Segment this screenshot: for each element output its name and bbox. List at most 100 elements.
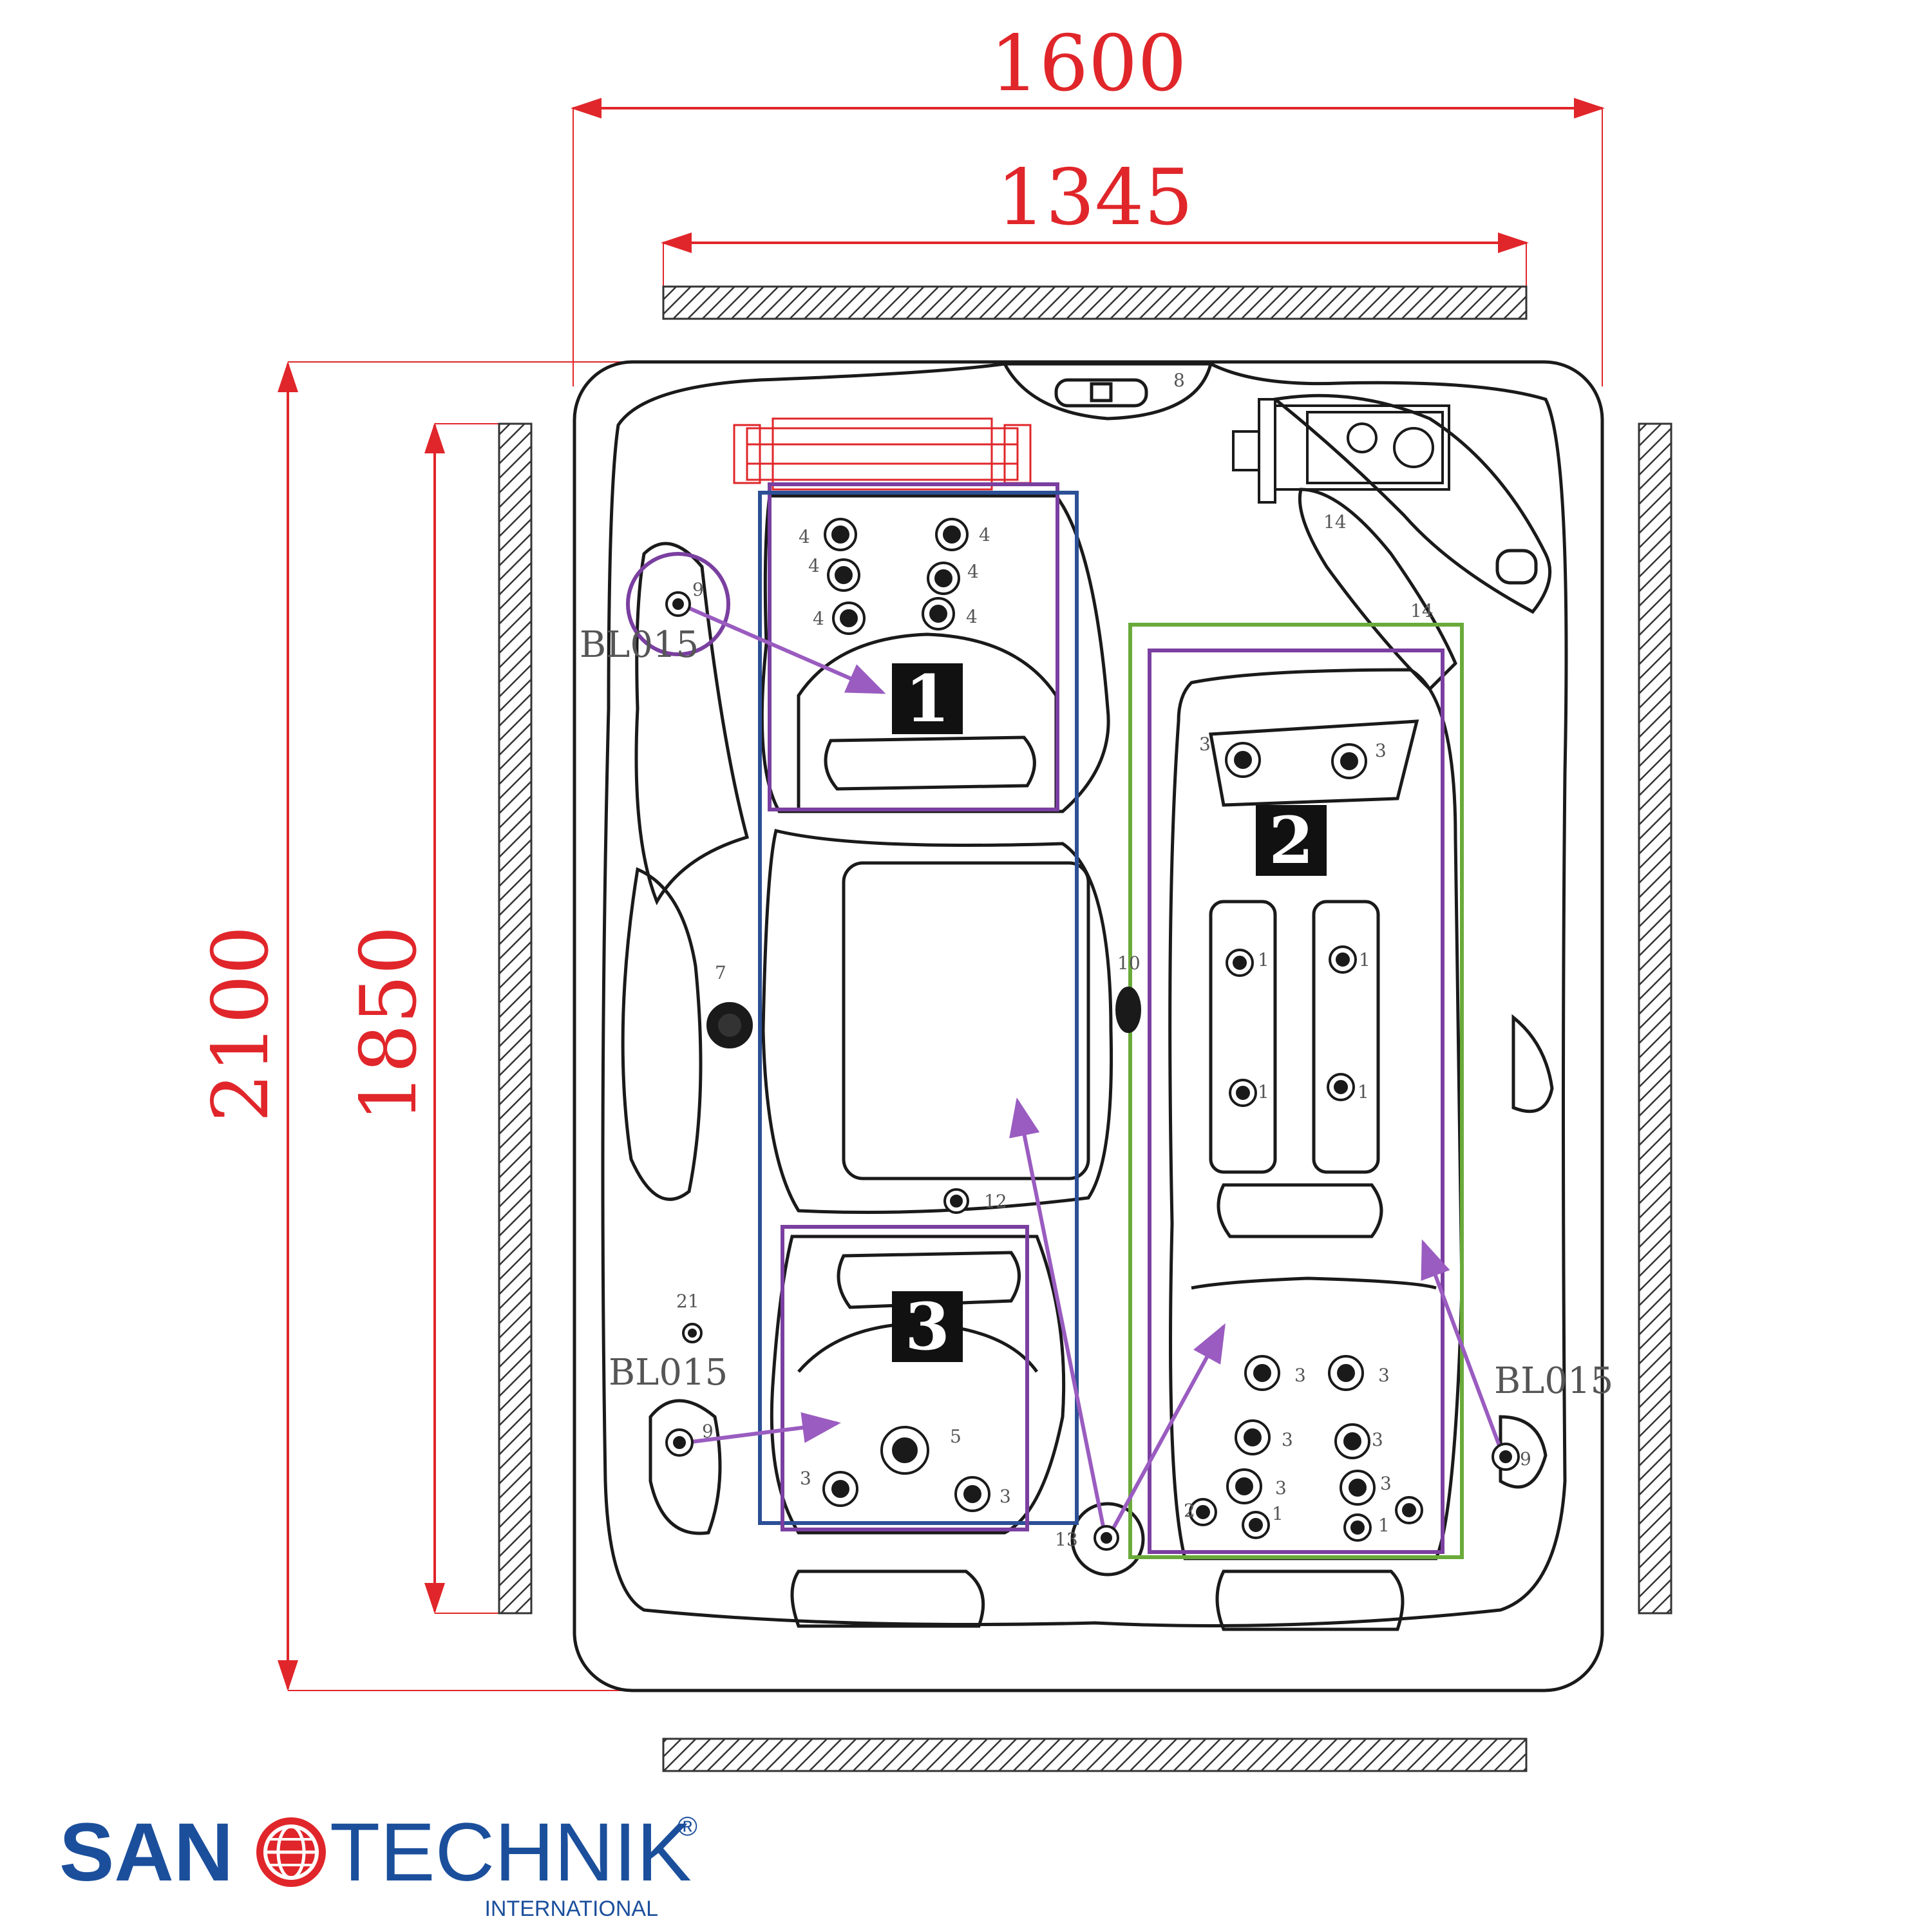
svg-text:3: 3 — [1275, 1477, 1287, 1499]
jet-foot-4 — [1334, 1423, 1370, 1459]
svg-text:2: 2 — [1184, 1500, 1195, 1521]
svg-text:3: 3 — [1199, 734, 1211, 755]
jet-foot-9 — [1343, 1513, 1372, 1542]
jet-foot-2 — [1328, 1355, 1364, 1391]
wall-left — [498, 422, 533, 1615]
jet-seat3-2 — [954, 1476, 990, 1512]
jet-head-5 — [927, 562, 960, 595]
jet-foot-3 — [1235, 1419, 1271, 1455]
svg-text:3: 3 — [999, 1486, 1011, 1507]
svg-text:3: 3 — [1282, 1429, 1293, 1450]
dimension-inner-width: 1345 — [661, 153, 1529, 287]
wall-bottom — [662, 1738, 1528, 1772]
blower-label-bottom-left: BL015 — [609, 1352, 728, 1394]
svg-text:1: 1 — [1258, 1081, 1269, 1103]
blower-label-bottom-right: BL015 — [1494, 1360, 1613, 1402]
svg-text:14: 14 — [1410, 600, 1434, 621]
suction-top — [665, 591, 691, 617]
pump-unit — [1232, 398, 1450, 504]
jet-foot-7 — [1189, 1498, 1217, 1526]
jet-foot-5 — [1226, 1468, 1262, 1504]
dimension-inner-length: 1850 — [345, 422, 499, 1614]
svg-text:4: 4 — [813, 608, 824, 629]
svg-text:3: 3 — [905, 1289, 950, 1365]
jet-back-3 — [1229, 1079, 1257, 1107]
dimension-outer-width: 1600 — [571, 19, 1605, 386]
heater-unit — [733, 417, 1032, 491]
jet-back-4 — [1327, 1073, 1355, 1101]
suction-highlight-circle — [626, 552, 730, 656]
drain-fitting — [1094, 1525, 1119, 1551]
svg-text:21: 21 — [676, 1291, 699, 1312]
brand-name-left: SAN — [59, 1806, 233, 1899]
jet-head-2 — [827, 558, 860, 592]
dimension-outer-length: 2100 — [196, 361, 676, 1691]
jet-shoulder-2 — [1331, 743, 1367, 779]
jets — [665, 518, 1520, 1551]
suction-bottom-right — [1492, 1443, 1520, 1471]
svg-text:7: 7 — [715, 962, 726, 983]
zone-3-frame — [781, 1225, 1029, 1531]
svg-text:1: 1 — [1359, 949, 1370, 971]
svg-text:4: 4 — [967, 561, 979, 582]
zone-badge-3: 3 — [892, 1289, 963, 1365]
svg-text:1: 1 — [1378, 1515, 1390, 1536]
jet-head-3 — [832, 601, 866, 635]
jet-foot-8 — [1242, 1511, 1270, 1539]
jet-head-6 — [922, 597, 955, 630]
svg-text:13: 13 — [1055, 1529, 1078, 1550]
sanotechnik-logo: SAN TECHNIK ® INTERNATIONAL — [59, 1806, 697, 1921]
brand-registered-mark: ® — [677, 1811, 697, 1841]
zone-1-frame — [768, 482, 1059, 811]
svg-text:8: 8 — [1173, 370, 1185, 391]
spa-shell — [573, 360, 1604, 1692]
zone-2-frame — [1148, 649, 1444, 1554]
filter-jet — [943, 1188, 969, 1214]
wall-top — [662, 285, 1528, 320]
zone-badge-2: 2 — [1256, 802, 1327, 878]
zone-blue-frame — [758, 491, 1079, 1525]
flow-arrows — [681, 603, 1502, 1534]
svg-text:4: 4 — [808, 555, 820, 576]
globe-icon — [256, 1817, 326, 1887]
svg-text:9: 9 — [692, 579, 704, 600]
zone-badge-1: 1 — [892, 661, 963, 737]
svg-text:4: 4 — [979, 524, 990, 545]
jet-back-1 — [1226, 949, 1254, 977]
jet-foot-6 — [1340, 1470, 1376, 1506]
dim-outer-width-label: 1600 — [990, 19, 1186, 109]
jet-number-labels: 4 4 4 4 4 4 3 3 1 1 1 1 3 3 3 3 3 3 2 1 … — [676, 370, 1531, 1550]
svg-text:3: 3 — [1372, 1429, 1383, 1450]
svg-text:1: 1 — [1272, 1503, 1283, 1524]
svg-text:2: 2 — [1269, 802, 1314, 878]
jet-seat3-1 — [822, 1471, 858, 1507]
jet-foot-10 — [1395, 1496, 1423, 1524]
dim-inner-length-label: 1850 — [345, 925, 434, 1122]
svg-text:3: 3 — [1375, 740, 1387, 761]
svg-text:9: 9 — [1520, 1448, 1531, 1470]
brand-name-right: TECHNIK — [330, 1806, 692, 1899]
wall-right — [1638, 422, 1672, 1615]
jet-seat3-large — [880, 1426, 929, 1475]
svg-text:14: 14 — [1323, 511, 1347, 533]
zone-2-green-frame — [1128, 623, 1464, 1559]
jet-head-1 — [824, 518, 857, 551]
jet-head-4 — [935, 518, 969, 551]
svg-text:5: 5 — [950, 1426, 961, 1447]
svg-text:1: 1 — [905, 661, 950, 737]
svg-text:1: 1 — [1358, 1081, 1369, 1103]
jet-shoulder-1 — [1225, 742, 1261, 778]
svg-text:1: 1 — [1258, 949, 1269, 971]
svg-text:10: 10 — [1117, 952, 1141, 974]
svg-text:3: 3 — [1380, 1473, 1392, 1494]
light-fitting — [706, 1002, 753, 1048]
waterfall-fitting — [1115, 987, 1141, 1033]
brand-subtitle: INTERNATIONAL — [484, 1897, 658, 1921]
svg-text:4: 4 — [799, 526, 810, 547]
jet-foot-1 — [1244, 1355, 1280, 1391]
suction-bottom-left — [665, 1428, 694, 1457]
blower-label-top: BL015 — [580, 624, 699, 666]
svg-text:3: 3 — [1378, 1365, 1390, 1386]
jet-back-2 — [1329, 945, 1357, 974]
